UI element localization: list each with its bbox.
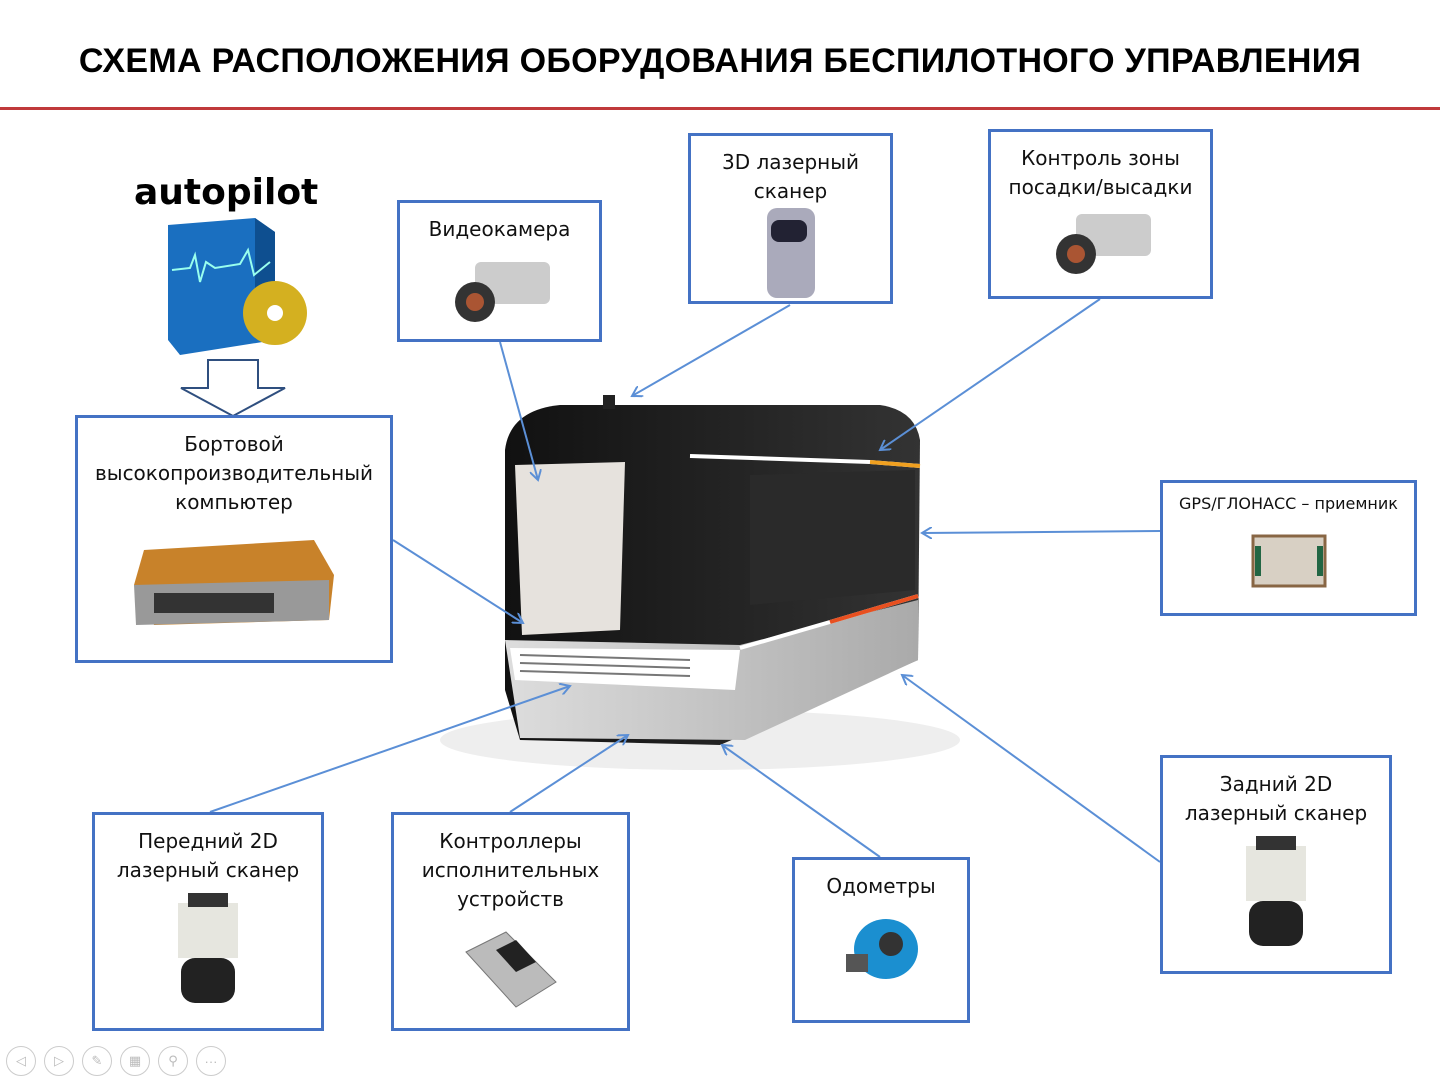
videocamera-label: Видеокамера <box>428 217 571 241</box>
controllers-label: исполнительных <box>421 858 600 882</box>
encoder-icon <box>846 919 918 979</box>
onboard-computer-box: Бортовой высокопроизводительный компьюте… <box>75 415 393 663</box>
computer-label: Бортовой <box>184 432 284 456</box>
odometers-label: Одометры <box>826 874 936 898</box>
slides-icon[interactable]: ▦ <box>120 1046 150 1076</box>
pen-icon[interactable]: ✎ <box>82 1046 112 1076</box>
more-icon[interactable]: ··· <box>196 1046 226 1076</box>
title-divider <box>0 107 1440 110</box>
slideshow-controls: ◁ ▷ ✎ ▦ ⚲ ··· <box>6 1046 226 1076</box>
boarding-zone-label: посадки/высадки <box>1008 175 1193 199</box>
vehicle <box>440 395 960 770</box>
front-scanner-label: лазерный сканер <box>116 858 300 882</box>
computer-icon <box>134 540 334 625</box>
gps-label: GPS/ГЛОНАСС – приемник <box>1179 494 1398 513</box>
gps-module-icon <box>1251 534 1326 588</box>
rear-scanner-label: лазерный сканер <box>1184 801 1368 825</box>
software-box-icon <box>168 218 307 355</box>
3d-scanner-label: 3D лазерный <box>721 150 860 174</box>
controller-unit-icon <box>464 931 557 1008</box>
down-arrow-icon <box>180 359 286 418</box>
computer-label: компьютер <box>175 490 293 514</box>
camera-icon <box>1055 214 1151 274</box>
rear-scanner-label: Задний 2D <box>1219 772 1333 796</box>
page-title: СХЕМА РАСПОЛОЖЕНИЯ ОБОРУДОВАНИЯ БЕСПИЛОТ… <box>78 42 1362 80</box>
lidar-icon <box>766 208 815 298</box>
connector-arrows <box>209 298 1161 863</box>
autopilot-label: autopilot <box>134 172 319 213</box>
rear-2d-scanner-box: Задний 2D лазерный сканер <box>1160 755 1392 974</box>
sick-scanner-icon <box>178 893 238 1003</box>
videocamera-box: Видеокамера <box>397 200 602 342</box>
odometers-box: Одометры <box>792 857 970 1023</box>
3d-scanner-label: сканер <box>753 179 828 203</box>
boarding-zone-label: Контроль зоны <box>1021 146 1180 170</box>
next-icon[interactable]: ▷ <box>44 1046 74 1076</box>
front-scanner-label: Передний 2D <box>138 829 278 853</box>
zoom-icon[interactable]: ⚲ <box>158 1046 188 1076</box>
controllers-label: устройств <box>457 887 564 911</box>
prev-icon[interactable]: ◁ <box>6 1046 36 1076</box>
computer-label: высокопроизводительный <box>94 461 373 485</box>
gps-receiver-box: GPS/ГЛОНАСС – приемник <box>1160 480 1417 616</box>
front-2d-scanner-box: Передний 2D лазерный сканер <box>92 812 324 1031</box>
controllers-label: Контроллеры <box>439 829 582 853</box>
camera-icon <box>454 262 550 322</box>
controllers-box: Контроллеры исполнительных устройств <box>391 812 630 1031</box>
sick-scanner-icon <box>1246 836 1306 946</box>
boarding-zone-box: Контроль зоны посадки/высадки <box>988 129 1213 299</box>
3d-scanner-box: 3D лазерный сканер <box>688 133 893 304</box>
